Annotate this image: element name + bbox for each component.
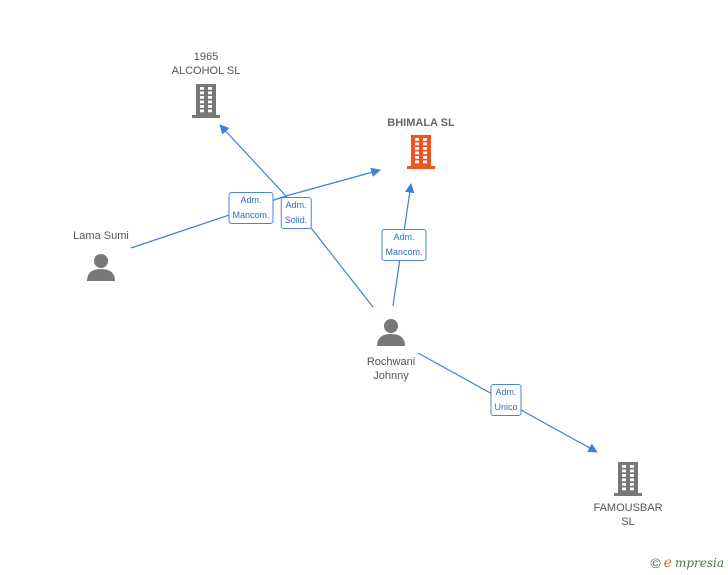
brand-e-letter: e	[663, 555, 672, 571]
edge-label-line: Solid.	[284, 215, 308, 225]
edge-label-lama-bhimala[interactable]: Adm. Solid.	[280, 197, 312, 229]
building-icon-alcohol[interactable]	[192, 84, 220, 118]
edge-label-line: Adm.	[495, 387, 517, 397]
node-label-line: Lama Sumi	[73, 230, 129, 242]
node-label-line: Johnny	[373, 370, 409, 382]
edge-label-line: Mancom.	[385, 247, 423, 257]
node-label-lama[interactable]: Lama Sumi	[73, 229, 129, 243]
node-label-bhimala[interactable]: BHIMALA SL	[387, 116, 454, 130]
edge-label-rochwani-famousbar[interactable]: Adm. Unico	[490, 384, 522, 416]
node-label-line: FAMOUSBAR	[593, 502, 663, 514]
edge-label-line: Adm.	[240, 195, 262, 205]
node-label-line: Rochwani	[366, 356, 416, 368]
building-icon-bhimala[interactable]	[407, 135, 435, 169]
copyright-symbol: ©	[650, 555, 661, 571]
edge-label-line: Adm.	[393, 232, 415, 242]
node-label-famousbar[interactable]: FAMOUSBAR SL	[593, 501, 662, 529]
edge-lama-to-bhimala	[285, 167, 381, 197]
node-label-line: 1965	[193, 51, 219, 63]
person-icon-lama[interactable]	[87, 254, 115, 281]
edge-lama-to-alcohol	[219, 124, 287, 197]
building-icon-famousbar[interactable]	[614, 462, 642, 496]
node-label-line: SL	[621, 516, 635, 528]
edges-layer	[130, 124, 598, 453]
edge-label-rochwani-bhimala[interactable]: Adm. Mancom.	[381, 229, 427, 261]
icons-layer	[87, 84, 642, 496]
edge-label-lama-alcohol[interactable]: Adm. Mancom.	[228, 192, 274, 224]
edge-label-line: Unico	[494, 402, 518, 412]
node-label-line: BHIMALA SL	[387, 117, 455, 129]
edge-label-line: Adm.	[285, 200, 307, 210]
node-label-line: ALCOHOL SL	[171, 65, 241, 77]
person-icon-rochwani[interactable]	[377, 319, 405, 346]
edge-label-line: Mancom.	[232, 210, 270, 220]
brand-name-rest: mpresia	[674, 556, 724, 570]
